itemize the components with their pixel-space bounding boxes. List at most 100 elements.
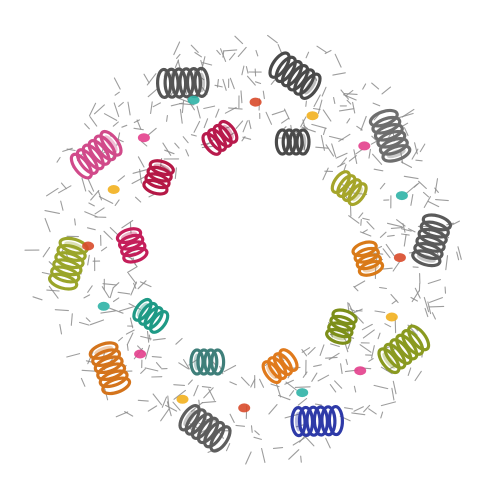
helix-turn [293, 68, 316, 96]
side-chain-stick [128, 303, 141, 310]
accent-blob [358, 141, 371, 151]
side-chain-stick [345, 89, 354, 97]
side-chain-stick [423, 196, 431, 208]
helix-end [197, 72, 206, 93]
side-chain-stick [140, 335, 152, 340]
side-chain-stick [144, 344, 151, 360]
helix-end [330, 332, 347, 341]
side-chain-stick [305, 100, 307, 107]
helix-turn [206, 128, 228, 152]
side-chain-stick [410, 194, 414, 206]
side-chain-stick [112, 297, 120, 303]
helix-turn [325, 327, 352, 345]
side-chain-stick [400, 228, 412, 232]
side-chain-stick [185, 149, 190, 157]
side-chain-stick [328, 352, 340, 361]
helix-turn [178, 67, 195, 99]
helix-turn [377, 347, 401, 375]
side-chain-stick [174, 59, 180, 68]
side-chain-stick [187, 379, 193, 385]
side-chain-stick [100, 246, 108, 252]
helix-turn [81, 143, 105, 171]
side-chain-stick [237, 46, 247, 58]
side-chain-stick [351, 412, 366, 416]
accent-layer [82, 95, 408, 413]
helix-turn [305, 405, 322, 437]
side-chain-stick [173, 384, 186, 386]
side-chain-stick [289, 390, 295, 397]
side-chain-stick [267, 34, 278, 44]
side-chain-stick [240, 376, 250, 386]
side-chain-stick [391, 387, 395, 401]
helix-turn [196, 416, 220, 445]
side-chain-stick [322, 167, 329, 181]
side-chain-stick [313, 94, 321, 107]
helix-turn [201, 132, 222, 156]
side-chain-stick [97, 190, 103, 201]
side-chain-stick [358, 212, 364, 219]
helix-turn [142, 178, 169, 196]
side-chain-stick [200, 59, 204, 67]
side-chain-stick [271, 110, 286, 116]
side-chain-stick [362, 217, 370, 221]
side-chain-stick [339, 157, 347, 167]
side-chain-stick [272, 447, 284, 449]
side-chain-stick [340, 363, 343, 375]
helix-turn [93, 355, 124, 375]
side-chain-stick [331, 143, 337, 158]
helix-turn [368, 108, 399, 128]
side-chain-stick [422, 191, 430, 198]
side-chain-stick [317, 374, 330, 382]
helix-turn [371, 115, 402, 135]
side-chain-stick [348, 215, 360, 224]
side-chain-stick [427, 279, 441, 285]
helix-turn [93, 134, 117, 162]
side-chain-stick [241, 136, 246, 142]
side-chain-stick [324, 49, 332, 55]
side-chain-stick [418, 180, 427, 190]
side-chain-stick [216, 49, 221, 56]
helix [178, 404, 232, 453]
side-chain-stick [42, 246, 51, 258]
side-chain-stick [372, 102, 381, 107]
side-chain-stick [427, 301, 432, 315]
side-chain-stick [132, 169, 148, 174]
side-chain-stick [363, 404, 371, 413]
side-chain-stick [126, 332, 134, 346]
side-chain-stick [84, 211, 98, 218]
side-chain-stick [32, 296, 43, 301]
side-chain-stick [181, 100, 185, 114]
side-chain-stick [374, 310, 386, 314]
side-chain-stick [70, 313, 73, 326]
side-chain-stick [245, 451, 252, 465]
side-chain-stick [338, 133, 351, 142]
helix-turn [299, 72, 322, 100]
helix-turn [295, 128, 311, 156]
helix-turn [212, 123, 233, 148]
side-chain-stick [118, 306, 134, 312]
side-chain-stick [428, 305, 445, 308]
accent-blob [393, 253, 406, 263]
helix-end [222, 124, 234, 139]
helix-turn [52, 258, 83, 277]
side-chain-stick [434, 187, 439, 193]
side-chain-stick [98, 196, 114, 204]
side-chain-stick [384, 323, 392, 328]
side-chain-stick [137, 399, 149, 402]
side-chain-stick [325, 144, 335, 157]
side-chain-stick [137, 280, 147, 290]
side-chain-stick [147, 87, 159, 98]
helix-turn [122, 246, 149, 264]
side-chain-stick [58, 185, 72, 194]
side-chain-stick [345, 358, 348, 365]
side-chain-stick [84, 123, 90, 130]
side-chain-stick [229, 413, 235, 423]
side-chain-stick [88, 102, 97, 117]
side-chain-stick [74, 218, 76, 226]
helix-turn [184, 408, 207, 436]
helix-turn [417, 227, 448, 246]
side-chain-stick [160, 164, 173, 173]
side-chain-stick [368, 358, 374, 362]
side-chain-stick [361, 323, 373, 331]
side-chain-stick [89, 116, 98, 127]
